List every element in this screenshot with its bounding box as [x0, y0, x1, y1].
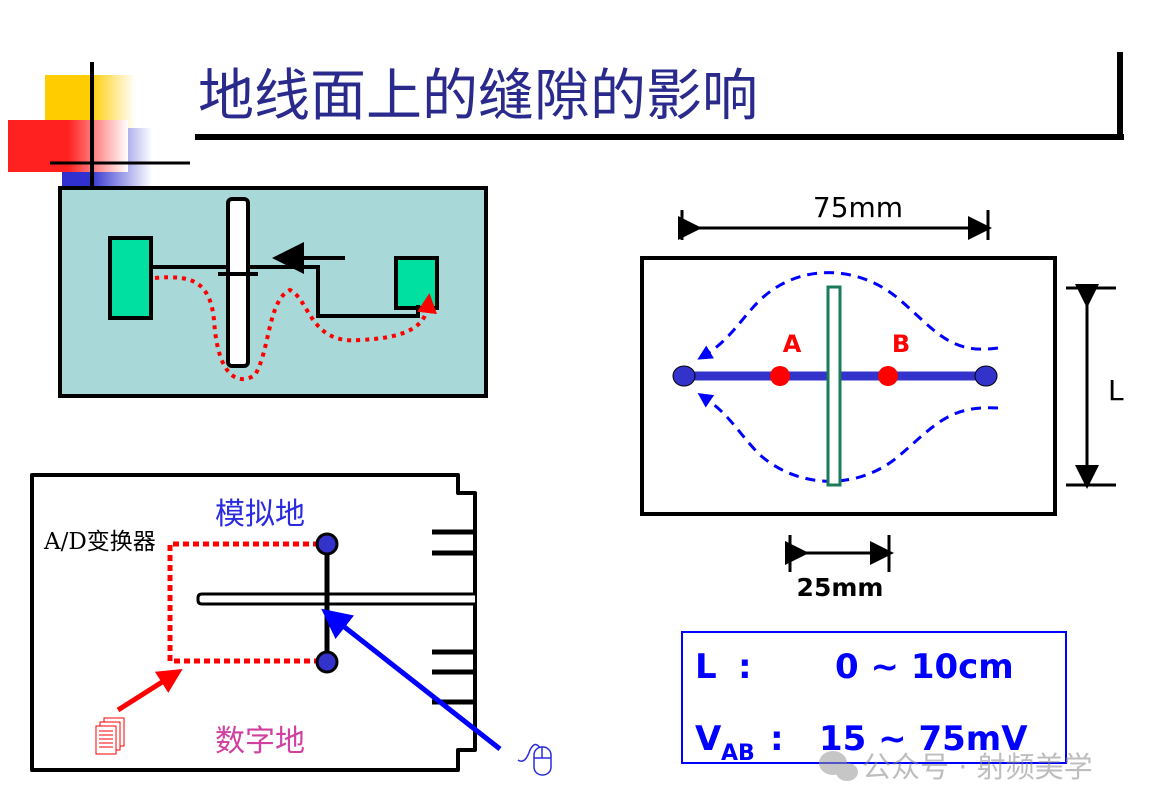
watermark: 公众号 · 射频美学 — [819, 750, 1093, 784]
height-label: L — [1108, 374, 1124, 407]
voltage-label: V — [695, 719, 722, 759]
result-box: L : 0 ~ 10cm V AB : 15 ~ 75mV — [681, 631, 1067, 766]
component-right — [394, 256, 439, 310]
point-b — [878, 366, 898, 386]
label-text: AB — [721, 741, 755, 766]
mouse-icon — [517, 743, 552, 776]
label-text: A — [783, 330, 802, 358]
voltage-value: 15 ~ 75mV — [819, 719, 1028, 759]
analog-ground-label: 模拟地 — [215, 497, 305, 532]
width-label: 75mm — [813, 191, 903, 224]
page-title: 地线面上的缝隙的影响 — [198, 64, 758, 129]
length-label: L — [695, 647, 717, 687]
document-icon — [95, 717, 125, 755]
ground-slot — [226, 197, 250, 368]
label-text: B — [892, 330, 910, 358]
slot — [826, 285, 842, 487]
pcb-top-diagram — [58, 186, 488, 398]
ground-split — [196, 592, 475, 606]
label-text: 公众号 · 射频美学 — [862, 750, 1093, 784]
label-text: : — [770, 719, 784, 759]
point-a — [770, 366, 790, 386]
bridge-pointer-arrow — [321, 608, 502, 751]
length-value: 0 ~ 10cm — [835, 647, 1014, 687]
gap-label: 25mm — [797, 573, 884, 602]
digital-ground-label: 数字地 — [215, 724, 305, 759]
slot-diagram: 75mm A B L 25mm — [640, 191, 1124, 602]
mixed-signal-board: A/D变换器 模拟地 数字地 — [30, 473, 552, 776]
corner-decoration — [8, 62, 190, 192]
path-pointer-arrow — [116, 668, 183, 713]
return-current-path — [154, 275, 437, 382]
component-left — [108, 236, 153, 320]
adc-label: A/D变换器 — [43, 529, 156, 555]
label-text: : — [738, 647, 752, 687]
